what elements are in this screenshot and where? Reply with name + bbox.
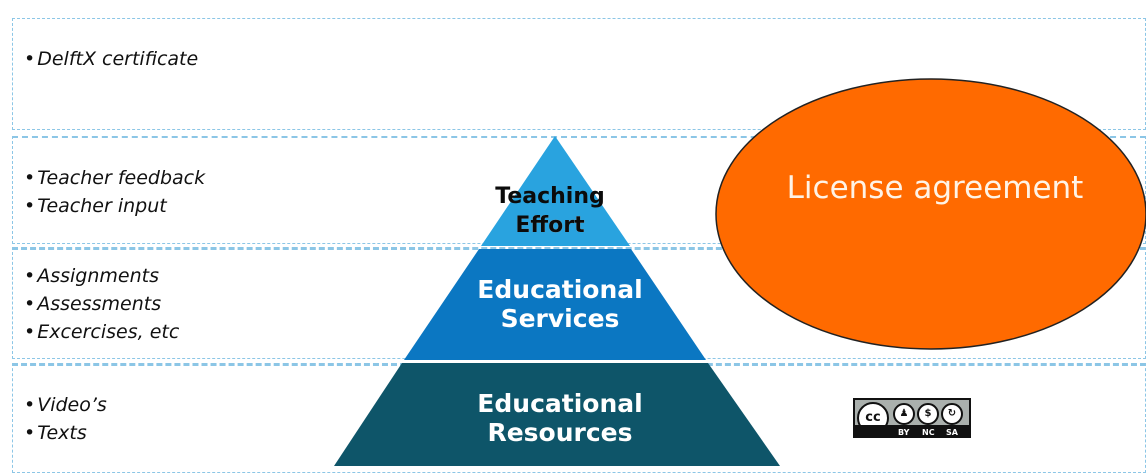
by-icon: ♟ xyxy=(893,403,915,425)
sa-icon: ↻ xyxy=(941,403,963,425)
resources-list: Video’s Texts xyxy=(24,391,107,447)
educational-services-label: Educational Services xyxy=(440,275,680,333)
term-by: BY xyxy=(898,428,910,437)
list-item: Assignments xyxy=(24,262,179,290)
license-ellipse xyxy=(715,78,1146,350)
resources-label-line1: Educational xyxy=(477,389,643,418)
license-agreement-label: License agreement xyxy=(786,170,1084,206)
list-item: Excercises, etc xyxy=(24,318,179,346)
pyramid-base xyxy=(334,363,780,466)
term-sa: SA xyxy=(946,428,958,437)
resources-label-line2: Resources xyxy=(487,418,633,447)
educational-resources-label: Educational Resources xyxy=(440,389,680,447)
certificate-list: DelftX certificate xyxy=(24,45,198,73)
list-item: Teacher feedback xyxy=(24,164,205,192)
list-item: Texts xyxy=(24,419,107,447)
teaching-effort-label: Teaching Effort xyxy=(470,182,630,240)
list-item: Teacher input xyxy=(24,192,205,220)
services-list: Assignments Assessments Excercises, etc xyxy=(24,262,179,346)
pyramid-middle xyxy=(404,249,706,360)
cc-license-icon: cc ♟ $ ↻ BY NC SA xyxy=(853,398,971,438)
teaching-label-line1: Teaching xyxy=(495,184,605,209)
list-item: Assessments xyxy=(24,290,179,318)
services-label-line1: Educational xyxy=(477,275,643,304)
nc-icon: $ xyxy=(917,403,939,425)
pyramid-apex xyxy=(481,136,630,246)
cc-terms-bar: BY NC SA xyxy=(855,425,969,437)
list-item: Video’s xyxy=(24,391,107,419)
services-label-line2: Services xyxy=(500,304,620,333)
list-item: DelftX certificate xyxy=(24,45,198,73)
teaching-label-line2: Effort xyxy=(515,213,585,238)
term-nc: NC xyxy=(922,428,935,437)
teaching-list: Teacher feedback Teacher input xyxy=(24,164,205,220)
